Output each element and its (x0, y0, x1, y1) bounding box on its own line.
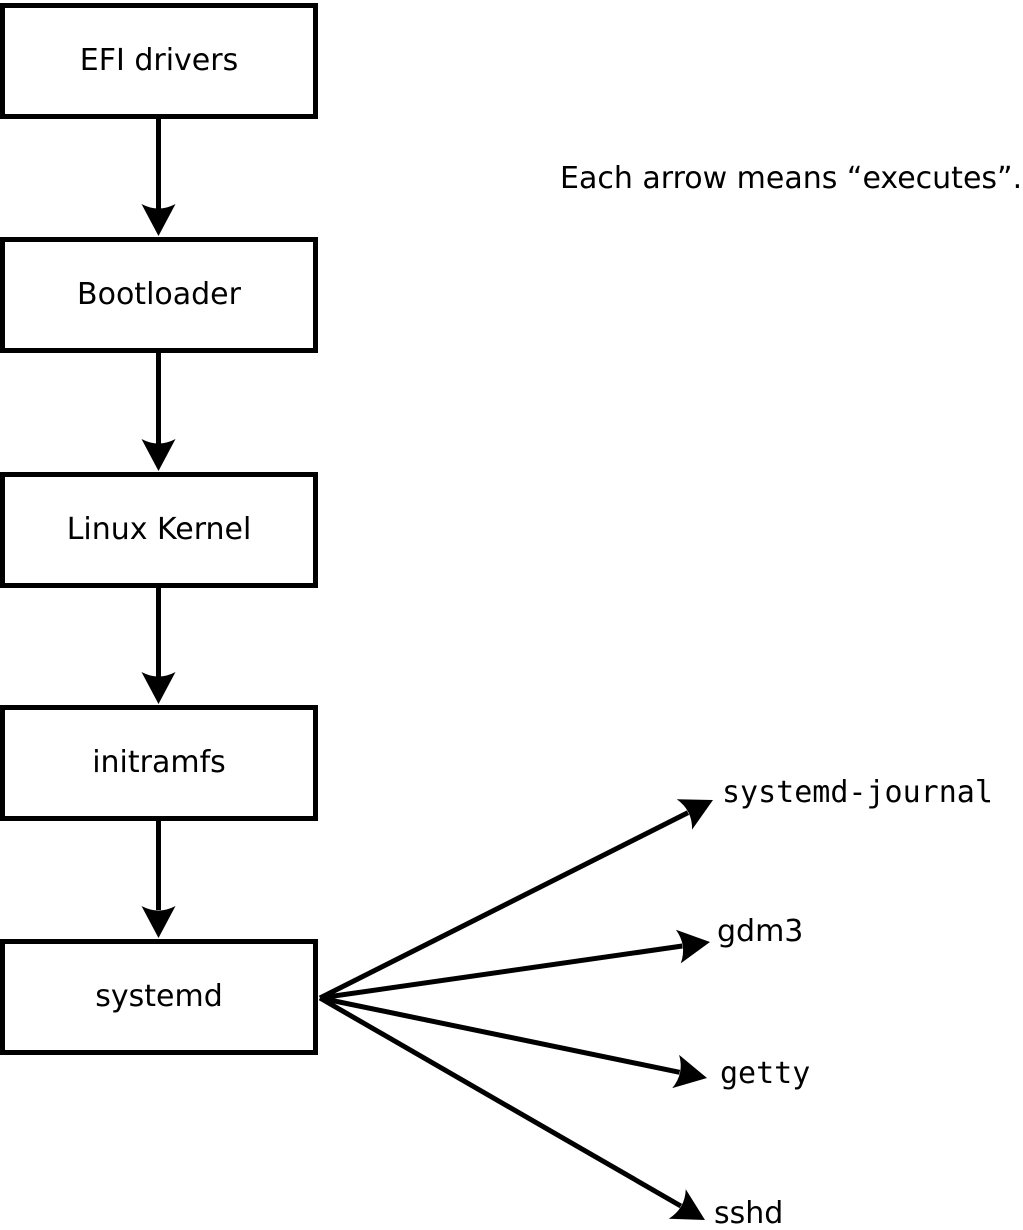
flow-box-systemd-label: systemd (95, 979, 223, 1014)
arrow-efi-to-bootloader (141, 119, 176, 236)
flow-box-linux-kernel: Linux Kernel (0, 472, 318, 588)
flow-box-linux-kernel-label: Linux Kernel (66, 512, 252, 547)
arrow-systemd-to-sshd (318, 995, 705, 1220)
flow-box-initramfs-label: initramfs (92, 745, 226, 780)
process-label-getty: getty (720, 1056, 811, 1091)
arrow-bootloader-to-kernel (141, 353, 176, 471)
process-label-sshd: sshd (714, 1196, 784, 1230)
arrow-systemd-to-gdm3 (319, 929, 710, 1001)
arrow-meaning-note: Each arrow means “executes”. (560, 161, 1023, 196)
arrow-kernel-to-initramfs (141, 588, 176, 704)
flow-box-systemd: systemd (0, 939, 318, 1055)
flow-box-bootloader-label: Bootloader (77, 277, 241, 312)
arrow-systemd-to-journal (318, 799, 713, 1001)
process-label-systemd-journal: systemd-journal (722, 775, 993, 810)
flow-box-initramfs: initramfs (0, 705, 318, 821)
flow-box-efi-drivers-label: EFI drivers (79, 43, 239, 78)
flow-box-efi-drivers: EFI drivers (0, 3, 318, 119)
process-label-gdm3: gdm3 (717, 914, 804, 949)
flow-box-bootloader: Bootloader (0, 237, 318, 353)
arrow-systemd-to-getty (319, 995, 707, 1089)
arrow-initramfs-to-systemd (141, 821, 176, 938)
